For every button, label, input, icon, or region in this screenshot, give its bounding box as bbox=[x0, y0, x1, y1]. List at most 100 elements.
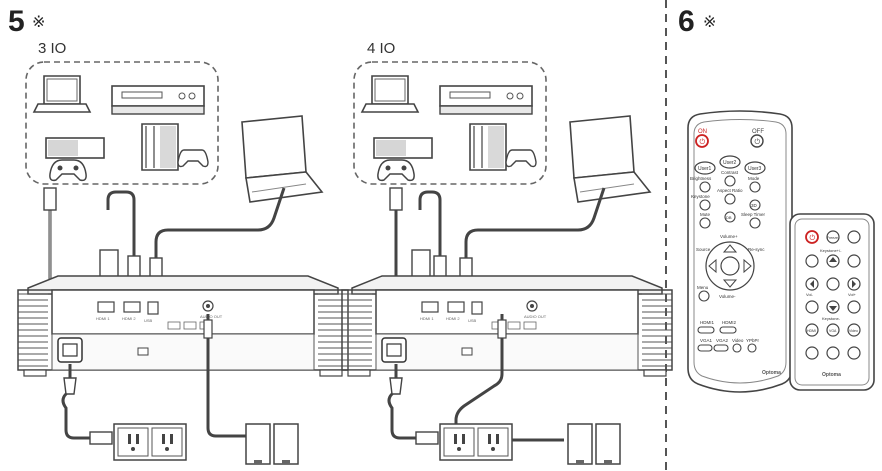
speakers-icon bbox=[567, 423, 621, 465]
mute-button-small[interactable] bbox=[847, 254, 861, 268]
dpad-down-button[interactable] bbox=[722, 279, 738, 288]
brightness-button[interactable] bbox=[699, 181, 711, 193]
ypbpr-label: YPbPr bbox=[746, 338, 760, 343]
power-outlet-icon bbox=[439, 423, 513, 461]
remote-on-label: ON bbox=[698, 129, 707, 135]
keystone-label: Keystone bbox=[691, 194, 710, 199]
video-button[interactable] bbox=[732, 343, 742, 353]
volume-plus-label: Volume+ bbox=[720, 234, 738, 239]
mute-label: Mute bbox=[700, 212, 711, 217]
xbox-console-icon bbox=[373, 137, 433, 182]
freeze-button[interactable] bbox=[826, 230, 840, 244]
video-label: Video bbox=[732, 338, 744, 343]
menu-button[interactable] bbox=[698, 290, 710, 302]
dpad-left-button[interactable] bbox=[708, 258, 717, 274]
keystone-button[interactable] bbox=[699, 199, 711, 211]
sleep-timer-button[interactable] bbox=[749, 217, 761, 229]
projector-left bbox=[17, 275, 349, 377]
hdmi-label: HDMI bbox=[807, 329, 816, 333]
vga1-button[interactable] bbox=[697, 344, 713, 352]
hdmi-button[interactable] bbox=[805, 323, 819, 337]
source-devices-group bbox=[25, 61, 219, 185]
hdmi2-button[interactable] bbox=[719, 326, 737, 334]
step-6-note-mark: ※ bbox=[703, 14, 717, 31]
vga2-button[interactable] bbox=[713, 344, 729, 352]
hide-button[interactable] bbox=[805, 254, 819, 268]
remote-control-small: ⏻ Freeze Keystone+/- Vol- Vol+ Keystone-… bbox=[789, 213, 875, 391]
diagram-right-label: 4 IO bbox=[367, 40, 396, 57]
laptop-icon bbox=[361, 75, 419, 113]
three-d-label: 3D bbox=[751, 203, 758, 208]
aspect-button-small[interactable] bbox=[805, 346, 819, 360]
vol-plus-label: Vol+ bbox=[848, 292, 857, 297]
freeze-label: Freeze bbox=[827, 236, 838, 240]
menu-button-small[interactable] bbox=[847, 230, 861, 244]
power-on-button[interactable] bbox=[695, 134, 709, 148]
xbox-console-icon bbox=[45, 137, 105, 182]
keystone-minus-label: Keystone- bbox=[822, 316, 841, 321]
svg-text:⏻: ⏻ bbox=[810, 234, 816, 242]
hdmi1-button[interactable] bbox=[697, 326, 715, 334]
vga2-label: VGA2 bbox=[716, 338, 729, 343]
resync-button-small[interactable] bbox=[847, 346, 861, 360]
diagram-4io bbox=[341, 61, 673, 465]
mode-button-small[interactable] bbox=[826, 346, 840, 360]
user1-label: User1 bbox=[698, 166, 712, 172]
diagram-left-label: 3 IO bbox=[38, 40, 67, 57]
brightness-label: Brightness bbox=[690, 176, 712, 181]
keystone-plus-minus-label: Keystone+/- bbox=[820, 248, 842, 253]
power-outlet-icon bbox=[113, 423, 187, 461]
dpad-right-small[interactable] bbox=[847, 300, 861, 314]
usb-power-cable bbox=[418, 190, 442, 256]
bluray-player-icon bbox=[439, 85, 533, 115]
dpad-up-button[interactable] bbox=[722, 244, 738, 253]
dpad-right-button[interactable] bbox=[743, 258, 752, 274]
contrast-button[interactable] bbox=[724, 175, 736, 187]
power-off-button[interactable] bbox=[750, 134, 764, 148]
speakers-icon bbox=[245, 423, 299, 465]
usb-cable bbox=[464, 187, 606, 262]
laptop-large-icon bbox=[241, 115, 323, 203]
mode-label: Mode bbox=[748, 176, 760, 181]
usb-cable bbox=[154, 187, 286, 262]
mode-button[interactable] bbox=[749, 181, 761, 193]
step-5-number: 5 bbox=[8, 5, 25, 38]
power-button[interactable] bbox=[805, 230, 819, 244]
vga-button[interactable] bbox=[826, 323, 840, 337]
usb-power-cable bbox=[106, 190, 136, 256]
dynamic-black-label: DB bbox=[726, 215, 732, 220]
enter-button-small[interactable] bbox=[826, 277, 840, 291]
svg-text:⏻: ⏻ bbox=[700, 138, 706, 146]
remote-off-label: OFF bbox=[752, 129, 764, 135]
svg-text:⏻: ⏻ bbox=[755, 138, 761, 146]
remote-control-large: ON ⏻ OFF ⏻ User1 User2 User3 Brightness … bbox=[687, 110, 793, 393]
menu-label: Menu bbox=[697, 285, 709, 290]
aspect-ratio-button[interactable] bbox=[724, 193, 736, 205]
user2-button[interactable] bbox=[719, 155, 741, 169]
video-button-small[interactable] bbox=[847, 323, 861, 337]
user2-label: User2 bbox=[723, 160, 737, 166]
playstation-console-icon bbox=[469, 123, 537, 171]
ypbpr-button[interactable] bbox=[747, 343, 757, 353]
audio-cable bbox=[206, 314, 246, 438]
user3-button[interactable] bbox=[744, 161, 766, 175]
playstation-console-icon bbox=[141, 123, 209, 171]
hdmi2-label: HDMI2 bbox=[722, 320, 736, 325]
dpad-left-small[interactable] bbox=[805, 300, 819, 314]
aspect-ratio-label: Aspect Ratio bbox=[717, 188, 743, 193]
mute-button[interactable] bbox=[699, 217, 711, 229]
dynamic-black-button[interactable] bbox=[724, 211, 736, 223]
brand-logo-small: Optoma bbox=[822, 372, 841, 378]
step-6-number: 6 bbox=[678, 5, 695, 38]
three-d-button[interactable] bbox=[749, 199, 761, 211]
vol-minus-label: Vol- bbox=[806, 292, 814, 297]
hdmi1-label: HDMI1 bbox=[700, 320, 714, 325]
source-devices-group bbox=[353, 61, 547, 185]
sleep-timer-label: Sleep Timer bbox=[741, 212, 766, 217]
user1-button[interactable] bbox=[694, 161, 716, 175]
vga1-label: VGA1 bbox=[700, 338, 713, 343]
projector-right bbox=[341, 275, 673, 377]
diagram-3io bbox=[17, 61, 349, 465]
step-5-note-mark: ※ bbox=[32, 14, 46, 31]
enter-button[interactable] bbox=[720, 256, 740, 276]
